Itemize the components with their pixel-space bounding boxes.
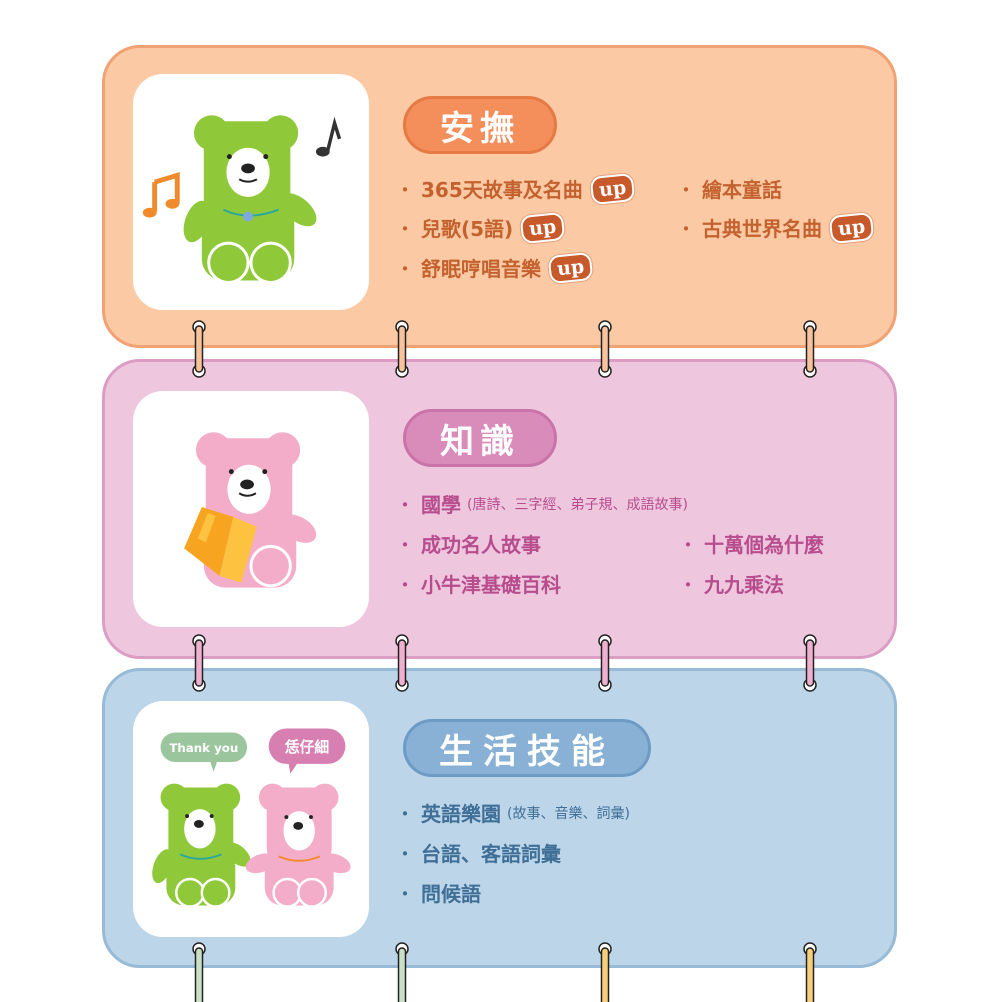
- list-item: ・ 國學 (唐詩、三字經、弟子規、成語故事): [395, 493, 688, 517]
- speech-bubble-icon: Thank you: [160, 732, 248, 772]
- up-badge: up: [519, 211, 566, 244]
- section-soothing: 安撫 ・ 365天故事及名曲 up ・ 繪本童話 ・ 兒歌(5語) up ・ 古…: [102, 45, 897, 348]
- binder-ring-icon: [598, 940, 612, 1002]
- up-badge: up: [589, 172, 636, 205]
- svg-text:恁仔細: 恁仔細: [284, 738, 329, 756]
- list-item: ・ 成功名人故事: [395, 533, 541, 557]
- list-item: ・ 兒歌(5語) up: [395, 211, 566, 244]
- binder-ring-icon: [803, 632, 817, 694]
- section-title-pill: 知識: [403, 409, 557, 467]
- up-badge: up: [547, 251, 594, 284]
- list-item: ・ 小牛津基礎百科: [395, 573, 561, 597]
- music-note-icon: [142, 171, 180, 218]
- section-life-skills: Thank you 恁仔細: [102, 668, 897, 968]
- two-bears-greeting-illustration: Thank you 恁仔細: [133, 701, 369, 937]
- svg-text:Thank you: Thank you: [169, 741, 238, 755]
- green-bear-music-illustration: [133, 74, 369, 310]
- list-item: ・ 繪本童話: [676, 178, 782, 202]
- list-item: ・ 365天故事及名曲 up: [395, 172, 636, 205]
- binder-ring-icon: [803, 940, 817, 1002]
- pink-bear-reading-illustration: [133, 391, 369, 627]
- section-knowledge: 知識 ・ 國學 (唐詩、三字經、弟子規、成語故事) ・ 成功名人故事 ・ 十萬個…: [102, 359, 897, 659]
- list-item: ・ 問候語: [395, 882, 481, 906]
- binder-ring-icon: [395, 318, 409, 380]
- binder-ring-icon: [598, 318, 612, 380]
- up-badge: up: [828, 211, 875, 244]
- list-item: ・ 九九乘法: [678, 573, 784, 597]
- binder-ring-icon: [192, 940, 206, 1002]
- music-note-icon: [315, 116, 342, 157]
- section-title-pill: 生活技能: [403, 719, 651, 777]
- speech-bubble-icon: 恁仔細: [268, 728, 346, 774]
- list-item: ・ 台語、客語詞彙: [395, 842, 561, 866]
- binder-ring-icon: [192, 318, 206, 380]
- book-icon: [184, 507, 257, 583]
- binder-ring-icon: [598, 632, 612, 694]
- list-item: ・ 十萬個為什麼: [678, 533, 824, 557]
- list-item: ・ 舒眠哼唱音樂 up: [395, 251, 594, 284]
- section-title-pill: 安撫: [403, 96, 557, 154]
- list-item: ・ 英語樂園 (故事、音樂、詞彙): [395, 802, 630, 826]
- binder-ring-icon: [803, 318, 817, 380]
- binder-ring-icon: [395, 940, 409, 1002]
- binder-ring-icon: [395, 632, 409, 694]
- list-item: ・ 古典世界名曲 up: [676, 211, 875, 244]
- binder-ring-icon: [192, 632, 206, 694]
